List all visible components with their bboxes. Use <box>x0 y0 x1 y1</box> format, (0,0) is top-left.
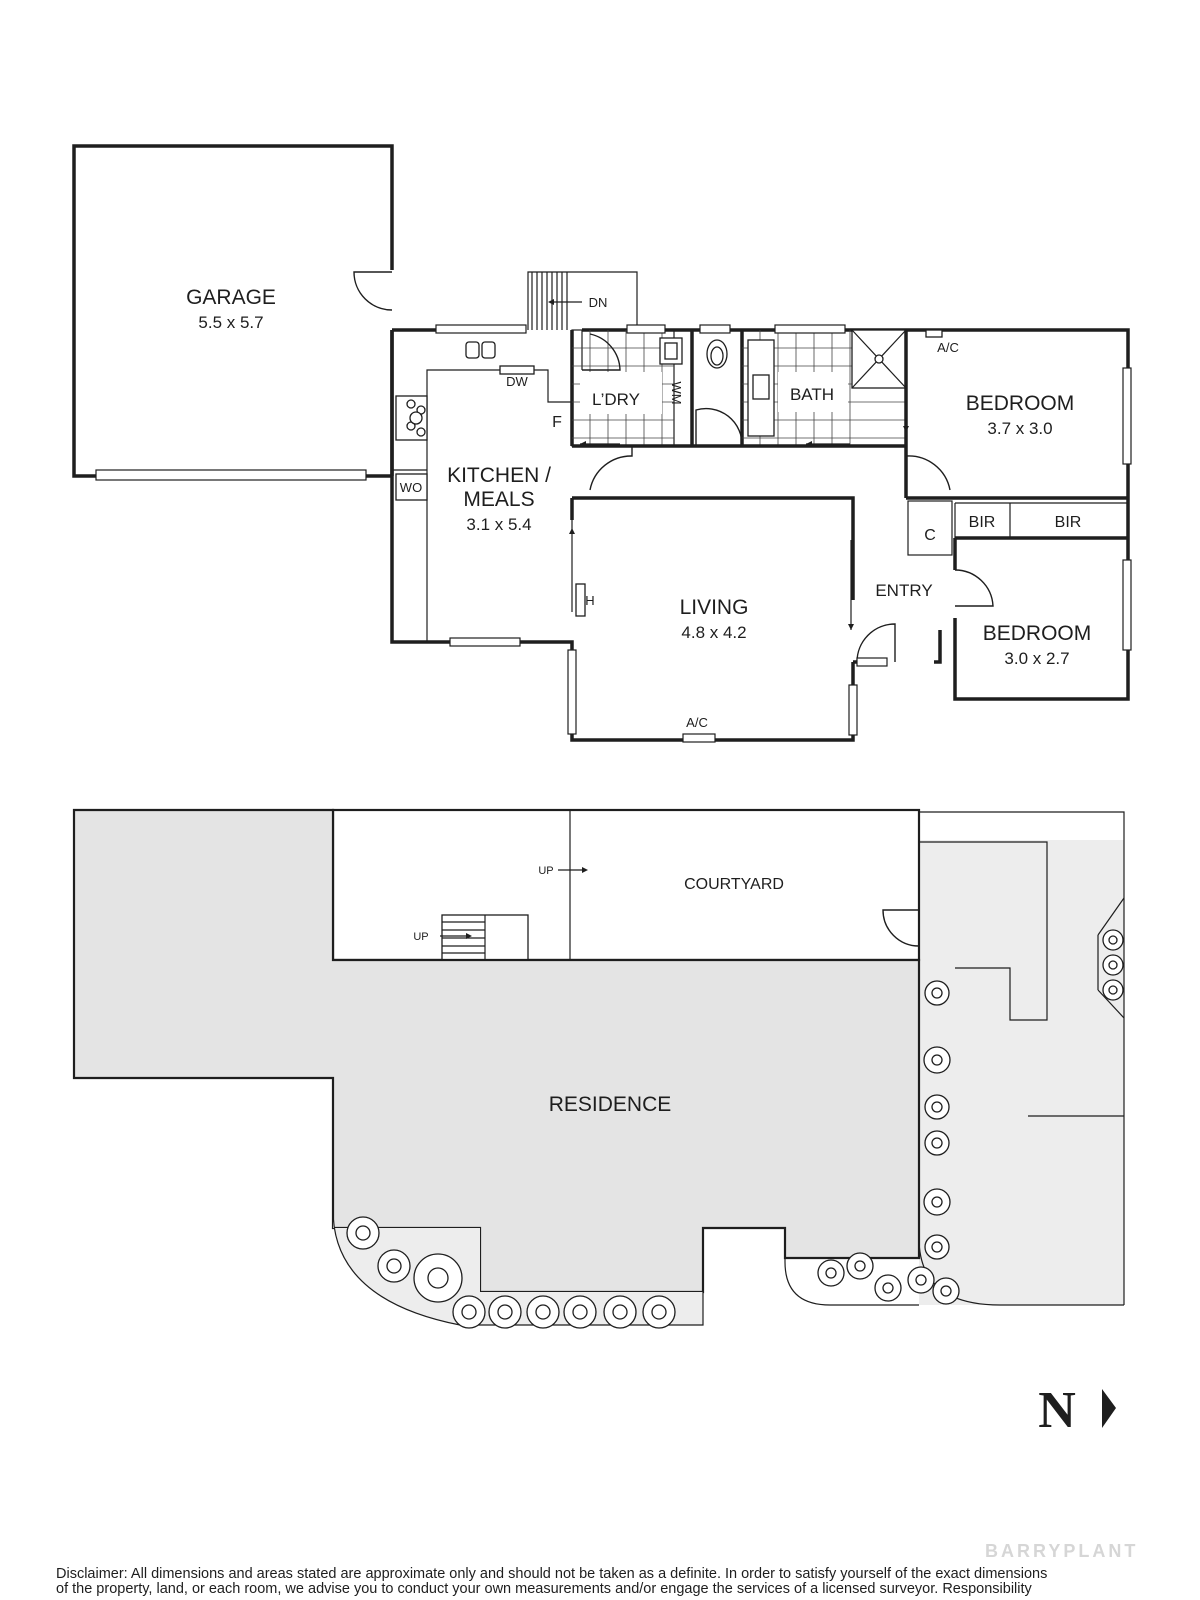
garage-size: 5.5 x 5.7 <box>198 313 263 332</box>
living-label: LIVING <box>680 596 749 619</box>
tree-icon <box>932 1277 960 1305</box>
wall-oven-label: WO <box>400 480 422 495</box>
stair-down-label: DN <box>589 295 608 310</box>
robe-label-1: BIR <box>969 514 996 531</box>
tree-icon <box>924 1130 950 1156</box>
kitchen-label-line1: KITCHEN / <box>447 464 551 487</box>
bedroom-block <box>904 329 1132 651</box>
tree-icon <box>346 1216 380 1250</box>
tree-icon <box>924 1094 950 1120</box>
tree-icon <box>924 980 950 1006</box>
floor-plan: DN DW F WO <box>72 144 1132 743</box>
courtyard-label: COURTYARD <box>684 876 784 893</box>
tree-icon <box>923 1188 951 1216</box>
residence-label: RESIDENCE <box>549 1093 672 1116</box>
heater-label: H <box>585 593 594 608</box>
up-label-2: UP <box>413 931 428 943</box>
bedroom2-size: 3.0 x 2.7 <box>1004 649 1069 668</box>
tree-icon <box>488 1295 522 1329</box>
cupboard-label: C <box>924 527 936 544</box>
up-label-1: UP <box>538 865 553 877</box>
tree-icon <box>1102 954 1124 976</box>
dishwasher-label: DW <box>506 374 528 389</box>
garage-door <box>95 469 367 481</box>
living-room <box>567 496 858 743</box>
brand-watermark: BARRYPLANT <box>985 1541 1139 1561</box>
tree-icon <box>846 1252 874 1280</box>
tree-icon <box>817 1259 845 1287</box>
fridge-label: F <box>552 414 562 431</box>
site-plan: UP UP COURTYARD RESIDENCE <box>72 808 1125 1329</box>
tree-icon <box>642 1295 676 1329</box>
kitchen-benches <box>392 324 574 647</box>
bath-label: BATH <box>790 385 834 404</box>
disclaimer: Disclaimer: All dimensions and areas sta… <box>56 1567 1166 1600</box>
floor-plan-drawing: DN DW F WO <box>72 144 1132 1439</box>
tree-icon <box>923 1046 951 1074</box>
kitchen-size: 3.1 x 5.4 <box>466 515 531 534</box>
aircon-living-label: A/C <box>686 715 708 730</box>
disclaimer-line-1: Disclaimer: All dimensions and areas sta… <box>56 1567 1048 1582</box>
tree-icon <box>1102 929 1124 951</box>
trees <box>346 929 1124 1329</box>
aircon-bedroom-label: A/C <box>937 340 959 355</box>
north-arrow-icon <box>1102 1389 1116 1428</box>
bedroom2-label: BEDROOM <box>983 622 1092 645</box>
living-size: 4.8 x 4.2 <box>681 623 746 642</box>
north-compass: N <box>1038 1382 1116 1439</box>
north-label: N <box>1038 1382 1076 1439</box>
tree-icon <box>1102 979 1124 1001</box>
disclaimer-line-2: of the property, land, or each room, we … <box>56 1581 1032 1597</box>
driveway-area <box>919 840 1124 1305</box>
tree-icon <box>377 1249 411 1283</box>
washing-machine-label: WM <box>669 381 684 404</box>
bedroom1-size: 3.7 x 3.0 <box>987 419 1052 438</box>
garage-side-door <box>353 271 393 311</box>
entry-area <box>856 569 994 667</box>
wet-areas <box>571 324 909 448</box>
tree-icon <box>563 1295 597 1329</box>
tree-icon <box>907 1266 935 1294</box>
courtyard-steps <box>441 914 529 961</box>
tree-icon <box>526 1295 560 1329</box>
hall-doors <box>572 446 951 500</box>
residence-footprint <box>72 808 921 1294</box>
tree-icon <box>413 1253 463 1303</box>
tree-icon <box>603 1295 637 1329</box>
garage-label: GARAGE <box>186 286 276 309</box>
tree-icon <box>452 1295 486 1329</box>
tree-icon <box>874 1274 902 1302</box>
laundry-label: L’DRY <box>592 390 640 409</box>
tree-icon <box>924 1234 950 1260</box>
bedroom1-label: BEDROOM <box>966 392 1075 415</box>
entry-label: ENTRY <box>875 581 932 600</box>
stair-down <box>527 271 638 370</box>
kitchen-label-line2: MEALS <box>463 488 534 511</box>
robe-label-2: BIR <box>1055 514 1082 531</box>
